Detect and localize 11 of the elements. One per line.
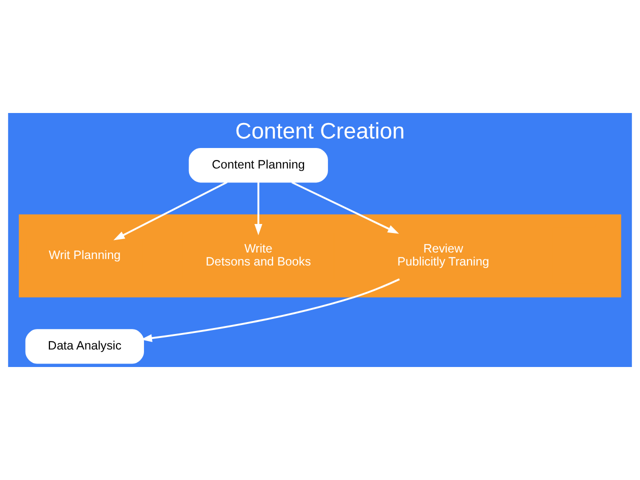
arrow [113, 181, 228, 240]
node-text: Write Detsons and Books [206, 242, 311, 269]
cluster [18, 214, 622, 298]
arrow [254, 182, 262, 236]
node-text: Review Publicitly Traning [397, 242, 490, 269]
arrow [291, 181, 400, 234]
node-text: Writ Planning [48, 248, 121, 262]
node-box: Data Analysic [25, 329, 144, 364]
arrow [140, 278, 400, 342]
node-box: Content Planning [188, 148, 328, 183]
diagram-title: Content Creation [235, 118, 405, 144]
